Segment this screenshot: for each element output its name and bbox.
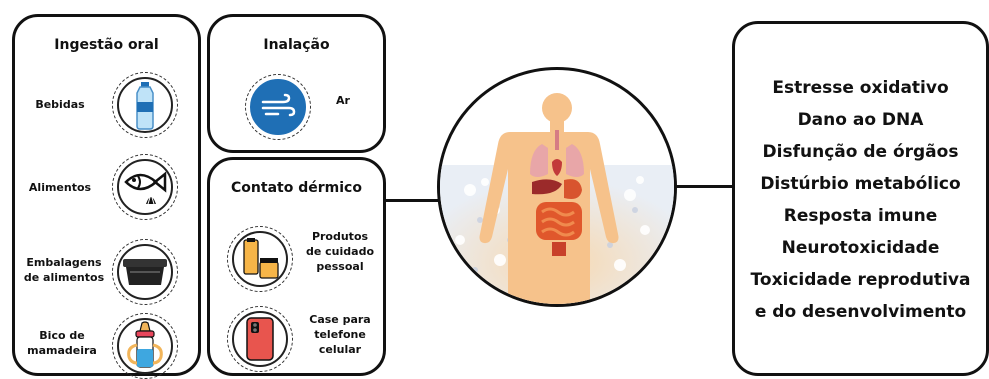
effect-organ-dysfunction: Disfunção de órgãos <box>735 136 986 168</box>
phone-case-icon <box>227 306 293 372</box>
effect-metabolic-disorder: Distúrbio metabólico <box>735 168 986 200</box>
food-packaging-label: Embalagens de alimentos <box>23 255 105 285</box>
inhalation-title: Inalação <box>210 37 383 53</box>
effect-immune-response: Resposta imune <box>735 200 986 232</box>
dermal-contact-title: Contato dérmico <box>210 180 383 196</box>
effect-developmental-toxicity: e do desenvolvimento <box>735 296 986 328</box>
air-label: Ar <box>328 93 358 108</box>
food-container-icon <box>112 239 178 305</box>
food-label: Alimentos <box>25 180 95 195</box>
baby-bottle-nipple-label: Bico de mamadeira <box>25 328 99 358</box>
beverages-label: Bebidas <box>25 97 95 112</box>
effect-reproductive-toxicity: Toxicidade reprodutiva <box>735 264 986 296</box>
phone-case-label: Case para telefone celular <box>300 312 380 357</box>
effect-dna-damage: Dano ao DNA <box>735 104 986 136</box>
air-wind-icon <box>245 74 311 140</box>
water-bottle-icon <box>112 72 178 138</box>
human-body-organs-icon <box>437 67 677 307</box>
personal-care-products-label: Produtos de cuidado pessoal <box>300 229 380 274</box>
oral-ingestion-title: Ingestão oral <box>15 37 198 53</box>
health-effects-panel: Estresse oxidativo Dano ao DNA Disfunção… <box>732 21 989 376</box>
baby-bottle-icon <box>112 313 178 379</box>
fish-shell-icon <box>112 154 178 220</box>
oral-ingestion-panel: Ingestão oral Bebidas Alimentos Embalage… <box>12 14 201 376</box>
connector-line-right <box>675 185 733 188</box>
dermal-contact-panel: Contato dérmico Produtos de cuidado pess… <box>207 157 386 376</box>
personal-care-icon <box>227 226 293 292</box>
inhalation-panel: Inalação Ar <box>207 14 386 153</box>
effect-oxidative-stress: Estresse oxidativo <box>735 72 986 104</box>
connector-line-left <box>385 199 440 202</box>
health-effects-list: Estresse oxidativo Dano ao DNA Disfunção… <box>735 72 986 328</box>
effect-neurotoxicity: Neurotoxicidade <box>735 232 986 264</box>
